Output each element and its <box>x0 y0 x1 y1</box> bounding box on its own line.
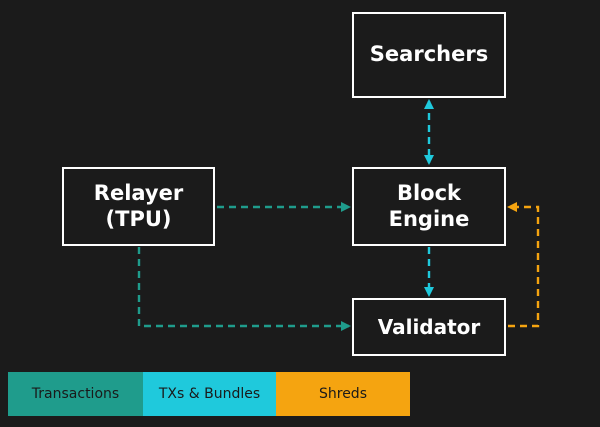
edge-validator-blockengine <box>507 202 540 328</box>
legend-label-transactions: Transactions <box>31 386 120 402</box>
legend-item-transactions: Transactions <box>8 372 143 416</box>
block-engine-node: Block Engine <box>352 167 506 246</box>
relayer-label-line1: Relayer <box>93 181 184 206</box>
searchers-label: Searchers <box>369 42 489 67</box>
validator-node: Validator <box>352 298 506 356</box>
legend-label-shreds: Shreds <box>318 386 367 402</box>
validator-label: Validator <box>377 315 481 339</box>
edge-relayer-validator <box>137 247 351 331</box>
relayer-node: Relayer (TPU) <box>62 167 215 246</box>
legend: Transactions TXs & Bundles Shreds <box>8 372 410 416</box>
legend-item-txs-bundles: TXs & Bundles <box>143 372 276 416</box>
legend-label-txs-bundles: TXs & Bundles <box>158 386 261 402</box>
block-engine-label-line1: Block <box>396 181 462 206</box>
legend-item-shreds: Shreds <box>276 372 410 416</box>
block-engine-label-line2: Engine <box>388 206 470 231</box>
searchers-node: Searchers <box>352 12 506 98</box>
relayer-label-line2: (TPU) <box>105 206 172 231</box>
